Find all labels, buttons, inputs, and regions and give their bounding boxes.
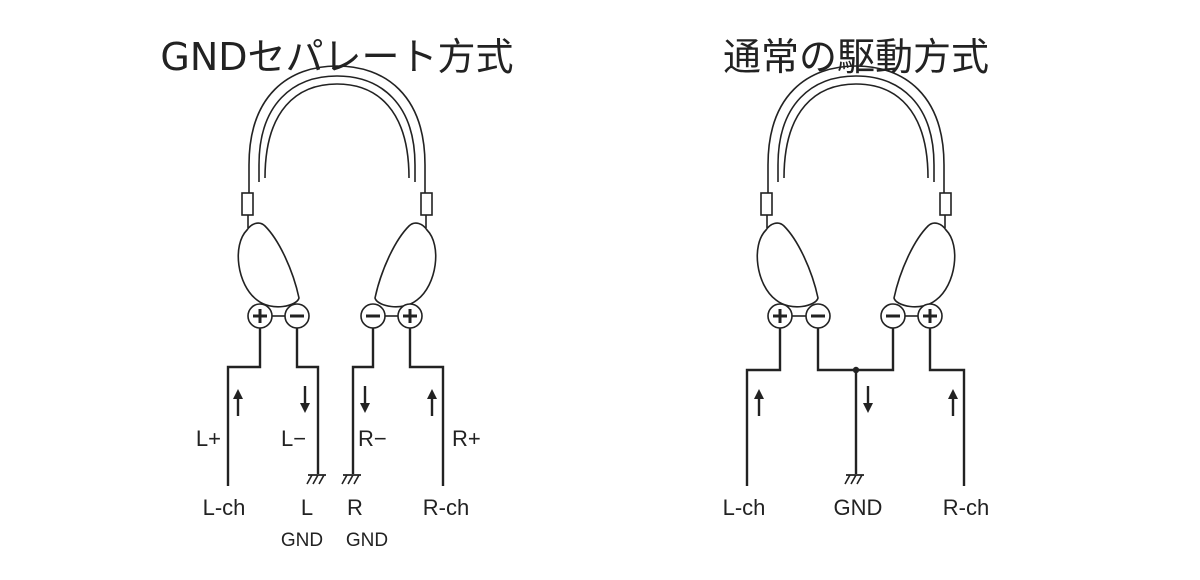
- label-l-ch: L-ch: [723, 495, 766, 520]
- minus-terminal-icon: [359, 302, 387, 330]
- label-l-gnd-top: L: [301, 495, 313, 520]
- r-plus-wire: [408, 328, 445, 486]
- minus-terminal-icon: [283, 302, 311, 330]
- r-minus-wire: [351, 328, 375, 474]
- minus-terminal-icon: [879, 302, 907, 330]
- label-r-minus: R−: [358, 426, 387, 451]
- current-arrow-icon: [425, 387, 439, 418]
- plus-terminal-icon: [246, 302, 274, 330]
- ground-symbol-icon: [306, 474, 327, 485]
- label-r-ch: R-ch: [943, 495, 989, 520]
- current-arrow-icon: [298, 384, 312, 415]
- left-diagram: GNDセパレート方式 L+ L− R− R+ L-ch L GND R GND …: [160, 35, 513, 551]
- junction-dot: [852, 366, 860, 374]
- l-minus-wire: [295, 328, 320, 474]
- right-diagram-title: 通常の駆動方式: [723, 35, 989, 79]
- left-diagram-title: GNDセパレート方式: [160, 35, 513, 79]
- common-gnd-wire: [816, 328, 895, 372]
- r-plus-wire: [928, 328, 966, 486]
- ground-symbol-icon: [341, 474, 362, 485]
- label-r-gnd-top: R: [347, 495, 363, 520]
- ground-symbol-icon: [844, 474, 865, 485]
- current-arrow-icon: [861, 384, 875, 415]
- label-r-plus: R+: [452, 426, 481, 451]
- l-plus-wire: [745, 328, 782, 486]
- plus-terminal-icon: [916, 302, 944, 330]
- label-l-gnd-bottom: GND: [281, 530, 323, 551]
- headphones-icon: [237, 65, 437, 308]
- current-arrow-icon: [231, 387, 245, 418]
- minus-terminal-icon: [804, 302, 832, 330]
- l-plus-wire: [226, 328, 262, 486]
- plus-terminal-icon: [396, 302, 424, 330]
- current-arrow-icon: [752, 387, 766, 418]
- right-diagram: 通常の駆動方式 L-ch GND R-ch: [723, 35, 990, 520]
- current-arrow-icon: [946, 387, 960, 418]
- label-l-minus: L−: [281, 426, 306, 451]
- label-gnd: GND: [834, 495, 883, 520]
- headphones-icon: [756, 65, 956, 308]
- label-l-ch: L-ch: [203, 495, 246, 520]
- label-l-plus: L+: [196, 426, 221, 451]
- plus-terminal-icon: [766, 302, 794, 330]
- label-r-gnd-bottom: GND: [346, 530, 388, 551]
- label-r-ch: R-ch: [423, 495, 469, 520]
- current-arrow-icon: [358, 384, 372, 415]
